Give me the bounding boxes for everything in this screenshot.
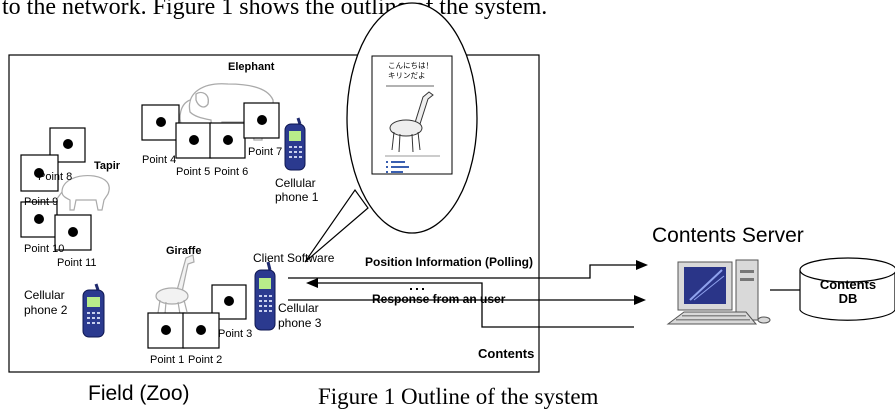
elephant-label: Elephant [228,61,275,73]
position-info-arrowhead [636,260,648,270]
point-box-11 [54,214,92,251]
cellular-phone-3-icon [254,261,276,331]
point-label-2: Point 2 [188,354,222,366]
response-arrowhead [634,295,646,305]
point-label-5: Point 5 [176,166,210,178]
point-boxes [20,102,280,349]
dots [410,288,412,290]
position-info-arrow [288,264,636,279]
point-label-3: Point 3 [218,328,252,340]
point-label-6: Point 6 [214,166,248,178]
db-label-line2: DB [839,291,858,306]
contents-label: Contents [478,346,534,361]
client-software-label: Client Software [253,251,335,265]
cellular-phone-1-icon [284,117,306,171]
point-label-7: Point 7 [248,146,282,158]
point-label-10: Point 10 [24,243,64,255]
phone-screen-links [386,161,409,173]
phone-screen-page [371,55,453,175]
point-dots [34,115,267,335]
figure-caption: Figure 1 Outline of the system [318,384,599,409]
phone2-label-line2: phone 2 [24,303,68,317]
contents-arrow [318,282,634,328]
response-label: Response from an user [372,292,506,306]
giraffe-label: Giraffe [166,245,201,257]
phone2-label-line1: Cellular [24,288,65,302]
point-label-8: Point 8 [38,171,72,183]
contents-arrowhead [306,278,318,288]
db-label-line1: Contents [820,277,876,292]
phone1-label-line1: Cellular [275,176,316,190]
callout-pointer [304,188,369,263]
field-border [8,54,540,373]
point-label-11: Point 11 [57,257,97,269]
giraffe-image-in-balloon [389,91,434,153]
tapir-image [55,175,110,211]
header-text: to the network. Figure 1 shows the outli… [2,0,547,20]
phone3-label-line2: phone 3 [278,316,322,330]
position-info-label: Position Information (Polling) [365,255,533,269]
server-computer-icon [666,259,771,325]
tapir-label: Tapir [94,160,121,172]
phone-screen-line2: キリンだよ [388,71,426,80]
phone3-label-line1: Cellular [278,301,319,315]
point-label-1: Point 1 [150,354,184,366]
contents-server-title: Contents Server [652,224,804,247]
point-label-4: Point 4 [142,154,176,166]
cellular-phone-2-icon [82,283,105,338]
communication-arrows [288,264,636,328]
point-label-9: Point 9 [24,196,58,208]
phone-screen-line1: こんにちは！ [388,61,433,70]
giraffe-image [155,254,195,315]
field-caption: Field (Zoo) [88,382,190,405]
phone1-label-line2: phone 1 [275,190,319,204]
contents-db-icon [770,257,895,321]
